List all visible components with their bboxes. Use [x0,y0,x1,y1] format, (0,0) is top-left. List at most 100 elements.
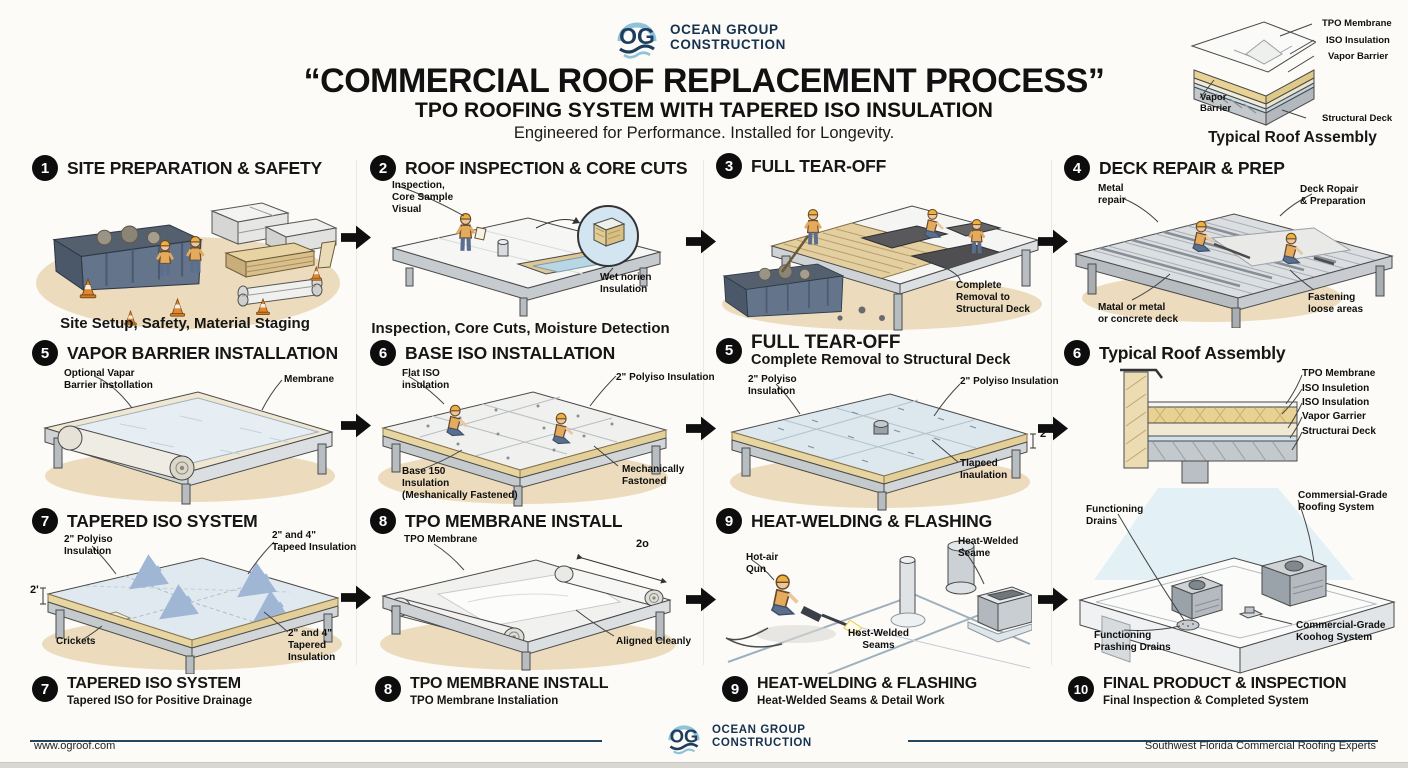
step2-title: ROOF INSPECTION & CORE CUTS [405,157,688,178]
step4-label-fastening: Fastening loose areas [1308,292,1364,315]
step9-header: 9 HEAT-WELDING & FLASHING [716,508,992,534]
step6b-number: 6 [1064,340,1090,366]
footer-tagline: Southwest Florida Commercial Roofing Exp… [1144,740,1376,752]
step4-label-deck-repair: Deck Ropair & Preparation [1300,184,1366,207]
step5-header: 5 VAPOR BARRIER INSTALLATION [32,340,338,366]
mini-label-deck: Structural Deck [1322,113,1393,124]
brand-name-line1: OCEAN GROUP [670,21,779,37]
step8-label-tpo: TPO Membrane [404,534,478,545]
step5b-title: FULL TEAR-OFF [751,332,901,353]
footer-url: www.ogroof.com [34,740,116,752]
step6-number: 6 [370,340,396,366]
pipe-bundle [237,275,323,307]
footer-rule-left [30,740,602,742]
step4-label-metal-repair: Metal repair [1098,183,1126,206]
step9-label-heat-welded: Heat-Welded Seame [958,536,1019,559]
step2-caption: Inspection, Core Cuts, Moisture Detectio… [371,320,670,337]
shovel [780,235,810,273]
heat-welding-illustration [725,540,1032,674]
step6-label-base-iso: Base 150 Insulation (Meshanically Fasten… [402,466,518,501]
step6-label-mech-fastened: Mechanically Fastoned [622,464,685,487]
page-tagline: Engineered for Performance. Installed fo… [513,124,895,142]
step6b-label-tpo: TPO Membrane [1302,368,1376,379]
flow-arrow-icon [341,225,371,250]
step6b-label-roofing-system2: Commercial-Grade Koohog System [1296,620,1386,643]
step5b-header: 5 FULL TEAR-OFF Complete Removal to Stru… [716,333,1010,369]
mini-roof-assembly-illustration [1190,21,1316,126]
step5b-number: 5 [716,337,742,364]
step9-label-welded-seams: Host-Welded Seams [848,628,909,651]
caption7-number: 7 [32,676,58,702]
membrane-roll [57,425,195,481]
hvac-unit [1260,555,1328,607]
step1-caption: Site Setup, Safety, Material Staging [60,315,310,332]
column-divider [356,160,357,665]
step5b-label-2in: 2" [1040,428,1052,440]
step3-number: 3 [716,153,742,179]
caption9-number: 9 [722,676,748,702]
step9-label-hot-air-gun: Hot-air Qun [746,552,779,575]
dumpster [52,223,203,292]
step6b-label-drains: Functioning Drains [1086,504,1144,527]
step7-label-polyiso: 2" Polyiso Insulation [64,534,113,557]
ocean-group-logo-icon [667,723,701,756]
step5-number: 5 [32,340,58,366]
brand-name-line2: CONSTRUCTION [670,37,786,52]
mini-label-vapor-left: Vapor Barrier [1200,92,1232,115]
step9-title: HEAT-WELDING & FLASHING [751,510,993,531]
step5-label-membrane: Membrane [284,374,335,385]
step6-header: 6 BASE ISO INSTALLATION [370,340,615,366]
step7-label-tapered-top: 2" and 4" Tapeed Insulation [272,530,357,553]
column-divider [703,160,704,665]
caption-step8: 8 TPO MEMBRANE INSTALL TPO Membrane Inst… [375,675,609,707]
lumber-stack [224,242,316,278]
step8-header: 8 TPO MEMBRANE INSTALL [370,508,623,534]
step6b-title: Typical Roof Assembly [1099,342,1286,363]
step9-number: 9 [716,508,742,534]
brand-logo: OCEAN GROUP CONSTRUCTION [612,14,786,60]
vapor-barrier-illustration [43,375,335,505]
step6-label-flat-iso: Flat ISO insulation [402,368,450,391]
step5b-label-polyiso-left: 2" Polyiso Insulation [748,374,797,397]
caption8-number: 8 [375,676,401,702]
door [1101,615,1131,663]
step8-label-dim: 2o [636,538,649,550]
step6b-label-deck: Structurai Deck [1302,426,1376,437]
assembly-section-illustration [1078,368,1396,674]
bottom-strip [0,762,1408,768]
caption9-sub: Heat-Welded Seams & Detail Work [757,694,945,707]
column-divider [1051,160,1052,665]
deck-repair-illustration [1074,193,1394,328]
step2-header: 2 ROOF INSPECTION & CORE CUTS [370,155,688,181]
flow-arrow-icon [341,413,371,438]
step1-number: 1 [32,155,58,181]
step5b-label-polyiso-right: 2" Polyiso Insulation [960,376,1059,387]
power-cord [725,627,783,648]
ocean-group-logo-icon [612,14,662,60]
step7-number: 7 [32,508,58,534]
step8-label-aligned: Aligned Cleanly [616,636,692,647]
step6b-label-roofing-system: Commersial-Grade Roofing System [1298,490,1388,513]
material-pallets [210,202,338,255]
step3-label-complete-removal: Complete Removal to Structural Deck [956,280,1030,315]
step2-label-inspection: Inspection, Core Sample Visual [392,180,454,215]
caption8-sub: TPO Membrane Instaliation [410,694,559,707]
step7-label-2ft: 2' [30,584,39,596]
curb-unit [967,586,1032,643]
step8-number: 8 [370,508,396,534]
heat-gun [800,606,822,622]
caption9-title: HEAT-WELDING & FLASHING [757,675,977,692]
caption-step9: 9 HEAT-WELDING & FLASHING Heat-Welded Se… [722,675,977,707]
base-iso-illustration [378,375,668,507]
footer-brand-line2: CONSTRUCTION [712,737,812,749]
caption7-title: TAPERED ISO SYSTEM [67,675,241,692]
step3-title: FULL TEAR-OFF [751,155,887,176]
site-prep-illustration [36,202,340,329]
step2-label-wet-insulation: Wet norien Insulation [600,272,652,295]
mini-label-iso: ISO Insulation [1326,35,1390,46]
step5-label-optional-vapor: Optional Vapar Barrier instollation [64,368,153,391]
step6b-label-vapor: Vapor Garrier [1302,411,1366,422]
caption10-number: 10 [1068,676,1094,702]
tools [1213,242,1335,266]
